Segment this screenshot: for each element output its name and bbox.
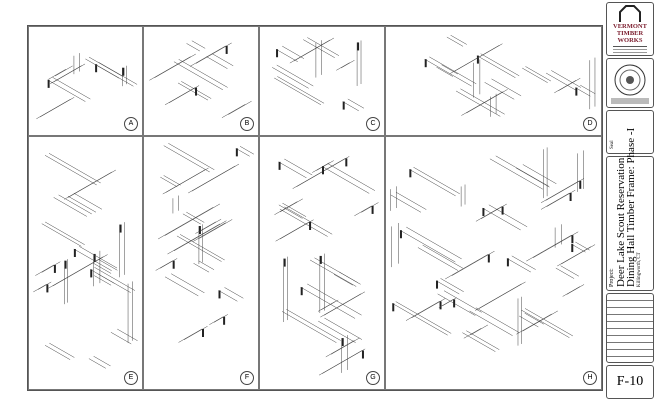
detail-panel-c: C — [259, 26, 385, 136]
detail-panel-f: F — [143, 136, 259, 390]
seal-box: Seal — [606, 110, 654, 154]
detail-label: D — [583, 117, 597, 131]
detail-panel-g: G — [259, 136, 385, 390]
joinery-detail-drawing — [33, 153, 138, 369]
detail-panel-a: A — [28, 26, 143, 136]
detail-label: C — [366, 117, 380, 131]
revision-table — [606, 293, 654, 363]
joinery-detail-drawing — [274, 156, 379, 376]
seal-stamp-icon — [611, 64, 649, 104]
detail-label: A — [124, 117, 138, 131]
detail-label: B — [240, 117, 254, 131]
sheet-number: F-10 — [616, 374, 644, 389]
detail-label: F — [240, 371, 254, 385]
engineer-seal — [606, 58, 654, 108]
timber-frame-logo-icon — [619, 5, 641, 22]
detail-label: E — [124, 371, 138, 385]
joinery-detail-drawing — [155, 143, 254, 343]
joinery-detail-drawing — [149, 40, 252, 118]
drawing-area: A B C D E F G H — [27, 25, 603, 391]
project-info: Project: Deer Lake Scout Reservation Din… — [609, 127, 642, 287]
sheet-number-box: F-10 — [606, 365, 654, 399]
detail-label: G — [366, 371, 380, 385]
detail-panel-b: B — [143, 26, 259, 136]
joinery-detail-drawing — [36, 53, 138, 120]
detail-label: H — [583, 371, 597, 385]
detail-panel-d: D — [385, 26, 602, 136]
joinery-detail-drawing — [424, 34, 596, 117]
detail-panel-h: H — [385, 136, 602, 390]
project-box: Project: Deer Lake Scout Reservation Din… — [606, 128, 654, 291]
joinery-detail-drawing — [272, 37, 365, 112]
detail-panel-e: E — [28, 136, 143, 390]
joinery-detail-drawing — [390, 147, 596, 352]
